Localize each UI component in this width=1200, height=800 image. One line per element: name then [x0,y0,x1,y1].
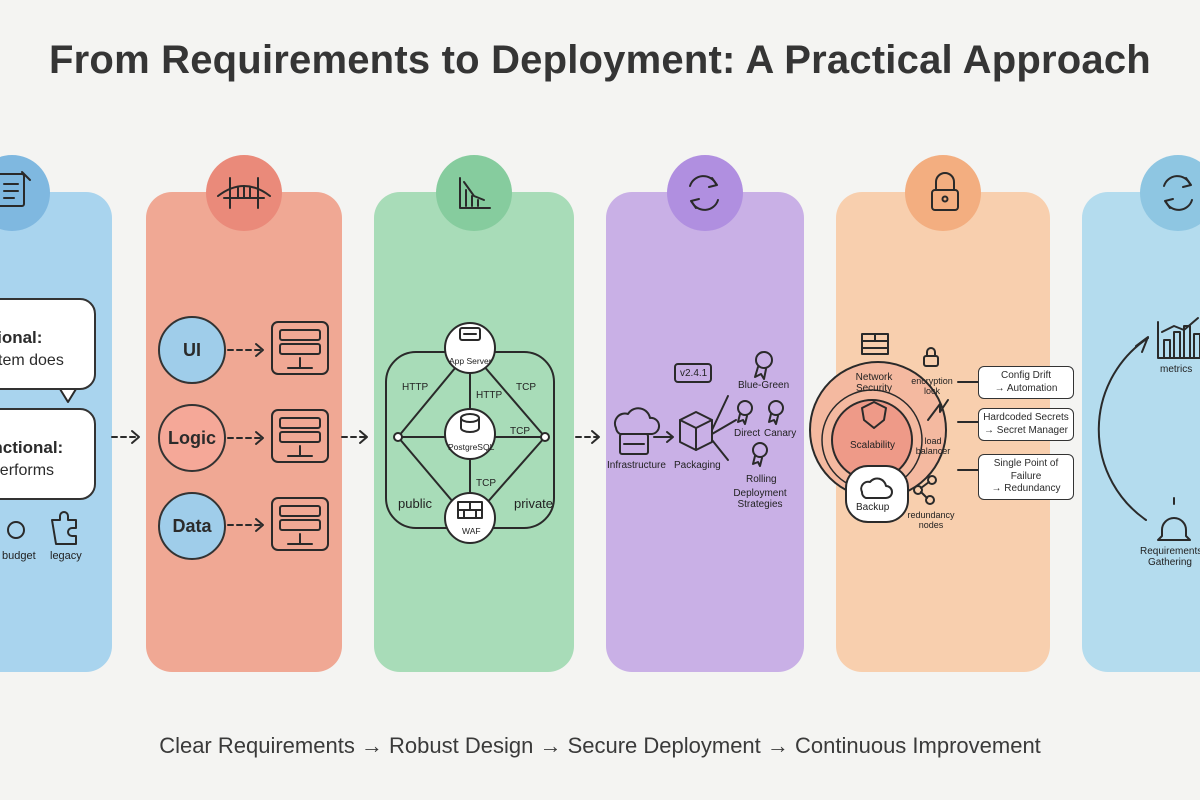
risk-fix: → Secret Manager [984,424,1068,436]
redundancy-label: redundancy nodes [907,510,955,530]
backup-label: Backup [856,502,890,513]
node-app-server: App Server [449,356,492,366]
protocol-http-mid: HTTP [476,390,503,401]
nonfunctional-bubble: unctional: t performs [0,408,96,500]
cloud-icon [860,477,893,499]
panel-improvement [1082,192,1200,672]
version-tag [674,363,712,383]
flow-summary: Clear Requirements → Robust Design → Sec… [159,733,1041,758]
database-icon [460,413,480,433]
packaging-label: Packaging [674,460,721,471]
architecture-badge [436,155,512,231]
network-icon [913,475,937,505]
requirements-gathering-label: Requirements Gathering [1140,546,1200,568]
risk-problem: Hardcoded Secrets [983,412,1069,423]
lock-icon [931,172,959,211]
protocol-tcp-right: TCP [516,382,536,393]
nonfunctional-text: t performs [0,462,55,479]
bell-icon [1157,497,1191,541]
network-security-label: Network Security [855,372,893,394]
layer-ui: UI [158,316,226,384]
protocol-tcp-mid: TCP [510,426,530,437]
refresh-icon [689,175,719,211]
arrow-up-icon [927,399,949,421]
strategy-canary: Canary [764,428,797,439]
risk-single-point-of-failure: Single Point of Failure → Redundancy [978,454,1074,500]
refresh-icon [1163,175,1193,211]
constraint-budget: budget [2,550,36,562]
node-postgresql: PostgreSQL [448,442,495,452]
award-icon [768,400,784,425]
strategy-rolling: Rolling [746,474,777,485]
protocol-tcp-low: TCP [476,478,496,489]
infrastructure-label: Infrastructure [607,460,666,471]
coin-icon [7,521,25,539]
cloud-server-icon [613,407,661,455]
version-label: v2.4.1 [680,368,708,379]
risk-hardcoded-secrets: Hardcoded Secrets → Secret Manager [978,408,1074,441]
risk-fix: → Automation [994,382,1058,394]
layer-data: Data [158,492,226,560]
award-icon [737,400,753,425]
award-icon [754,351,773,380]
strategies-label: Deployment Strategies [733,488,787,510]
chart-icon [459,177,491,209]
nonfunctional-heading: unctional: [0,438,64,457]
functional-bubble: ctional: ystem does [0,298,96,390]
puzzle-icon [51,511,77,545]
layer-logic: Logic [158,404,226,472]
scalability-label: Scalability [850,440,896,451]
box-icon [679,411,713,451]
functional-text: ystem does [0,352,64,369]
risk-config-drift: Config Drift → Automation [978,366,1074,399]
strategy-direct: Direct [734,428,761,439]
strategy-blue-green: Blue-Green [738,380,790,391]
server-icon [271,409,329,463]
bridge-icon [217,177,271,209]
risk-problem: Single Point of Failure [993,458,1059,482]
metrics-label: metrics [1160,364,1193,375]
shield-icon [861,401,887,429]
firewall-icon [457,501,483,519]
risk-problem: Config Drift [1000,370,1051,381]
encryption-label: encryption lock [911,376,953,396]
functional-heading: ctional: [0,328,43,347]
zone-public: public [398,496,432,511]
page-title: From Requirements to Deployment: A Pract… [49,38,1151,82]
improvement-badge [1140,155,1200,231]
notepad-icon [0,171,31,207]
bar-chart-icon [1157,317,1200,359]
lock-icon [923,347,939,367]
node-waf: WAF [462,526,481,536]
panel-deployment [606,192,804,672]
award-icon [752,442,768,467]
security-badge [905,155,981,231]
server-icon [271,497,329,551]
server-icon [459,327,481,341]
brick-wall-icon [861,333,889,355]
server-icon [271,321,329,375]
deployment-badge [667,155,743,231]
zone-private: private [514,496,554,511]
protocol-http-left: HTTP [402,382,429,393]
load-balancer-label: load balancer [915,436,951,456]
risk-fix: → Redundancy [991,483,1061,494]
constraint-legacy: legacy [50,550,82,562]
